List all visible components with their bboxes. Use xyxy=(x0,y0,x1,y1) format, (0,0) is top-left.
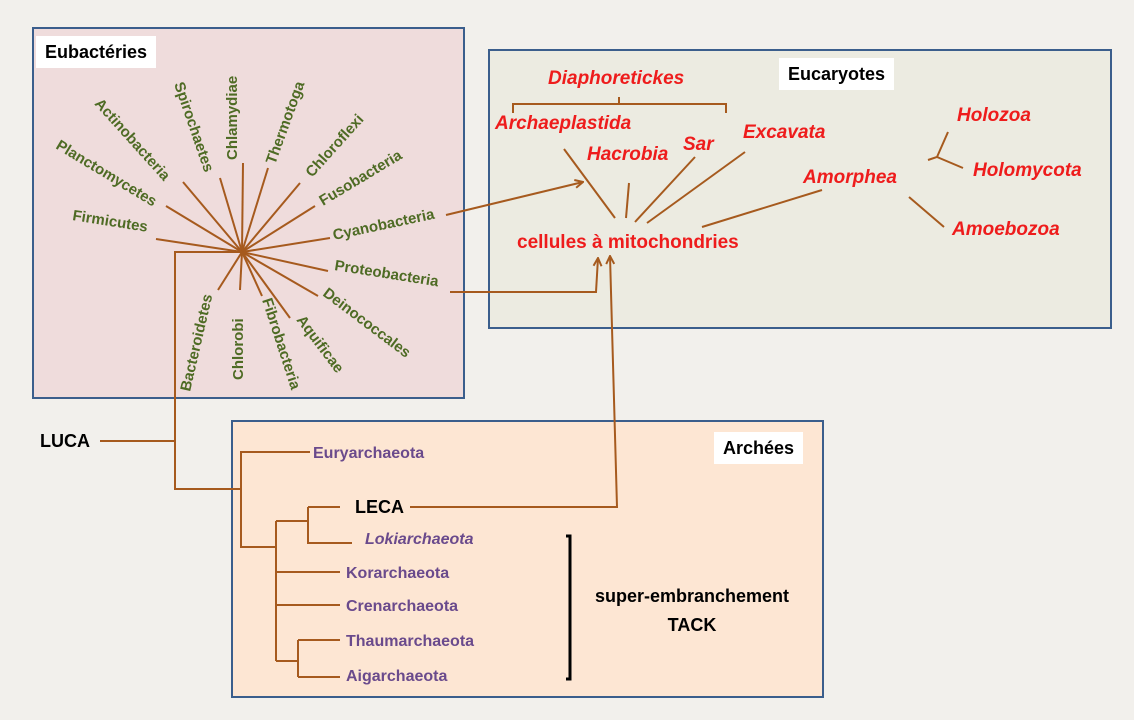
label-holozoa: Holozoa xyxy=(957,105,1031,126)
branch-planctomycetes xyxy=(165,205,243,253)
label-excavata: Excavata xyxy=(743,122,826,143)
label-mitochondria-cells: cellules à mitochondries xyxy=(517,232,739,253)
branch-thermotoga xyxy=(241,167,269,253)
archaea-labels: Euryarchaeota LECA Lokiarchaeota Korarch… xyxy=(313,445,474,685)
label-chlorobi: Chlorobi xyxy=(230,318,247,380)
label-chlamydiae: Chlamydiae xyxy=(224,76,241,160)
label-lokiarchaeota: Lokiarchaeota xyxy=(365,531,474,548)
eukaryotes-box xyxy=(488,49,1112,329)
branch-aquificae xyxy=(241,251,291,319)
label-korarchaeota: Korarchaeota xyxy=(346,565,449,582)
branch-fusobacteria xyxy=(241,205,316,253)
label-spirochaetes: Spirochaetes xyxy=(170,80,217,175)
arrow-proteobacteria xyxy=(450,258,598,293)
archaea-title: Archées xyxy=(714,432,804,464)
eukaryote-tree xyxy=(512,97,964,228)
label-archaeplastida: Archaeplastida xyxy=(494,113,632,134)
arrow-leca xyxy=(410,256,619,508)
arrow-cyanobacteria xyxy=(445,182,583,216)
branch-spirochaetes xyxy=(219,177,243,253)
branch-cyanobacteria xyxy=(241,237,331,253)
label-cyanobacteria: Cyanobacteria xyxy=(331,206,436,244)
branch-chloroflexi xyxy=(241,182,301,253)
label-firmicutes: Firmicutes xyxy=(71,207,149,236)
tack-label-line1: super-embranchement xyxy=(595,586,789,606)
label-sar: Sar xyxy=(683,134,715,155)
label-euryarchaeota: Euryarchaeota xyxy=(313,445,424,462)
label-leca: LECA xyxy=(355,497,404,517)
label-aigarchaeota: Aigarchaeota xyxy=(346,668,447,685)
tack-bracket xyxy=(566,534,572,681)
branch-actinobacteria xyxy=(182,181,243,253)
label-luca: LUCA xyxy=(40,431,90,451)
bacteria-star xyxy=(155,162,331,319)
branch-bacteroidetes xyxy=(217,251,243,291)
eukaryote-labels: Diaphoretickes Archaeplastida Hacrobia S… xyxy=(494,68,1082,253)
label-fibrobacteria: Fibrobacteria xyxy=(258,296,304,392)
label-holomycota: Holomycota xyxy=(973,160,1082,181)
label-thaumarchaeota: Thaumarchaeota xyxy=(346,633,474,650)
eubacteria-title: Eubactéries xyxy=(36,36,157,68)
branch-firmicutes xyxy=(155,238,243,253)
branch-chlamydiae xyxy=(241,162,244,253)
branch-fibrobacteria xyxy=(241,251,263,297)
arrows xyxy=(410,182,619,508)
label-amorphea: Amorphea xyxy=(802,167,897,188)
label-proteobacteria: Proteobacteria xyxy=(333,257,440,290)
label-amoebozoa: Amoebozoa xyxy=(951,219,1060,240)
label-bacteroidetes: Bacteroidetes xyxy=(177,292,216,392)
label-aquificae: Aquificae xyxy=(293,312,347,376)
label-thermotoga: Thermotoga xyxy=(263,78,309,166)
branch-chlorobi xyxy=(239,251,243,291)
branch-proteobacteria xyxy=(241,251,329,272)
label-diaphoretickes: Diaphoretickes xyxy=(548,68,684,89)
eubacteria-box xyxy=(32,27,465,399)
label-hacrobia: Hacrobia xyxy=(587,144,669,165)
branch-deinococcales xyxy=(241,251,319,297)
eukaryotes-title: Eucaryotes xyxy=(779,58,895,90)
label-crenarchaeota: Crenarchaeota xyxy=(346,598,458,615)
luca-tree xyxy=(100,251,352,678)
archaea-box xyxy=(231,420,824,698)
tack-label-line2: TACK xyxy=(668,615,717,635)
